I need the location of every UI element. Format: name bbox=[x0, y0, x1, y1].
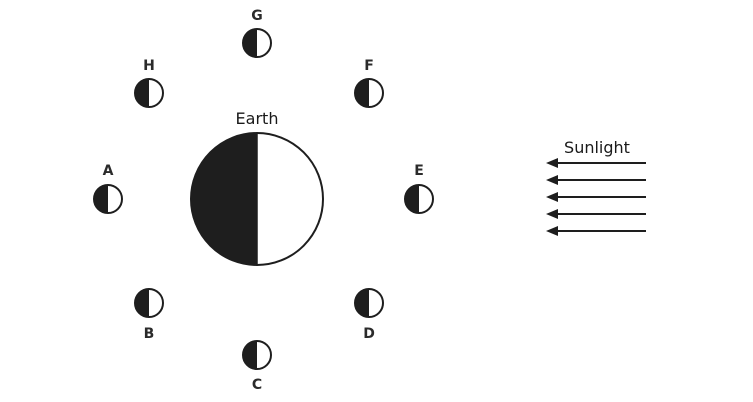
moon-c bbox=[242, 340, 272, 370]
sunlight-arrows bbox=[546, 158, 646, 236]
sunlight-arrow-3 bbox=[546, 192, 646, 202]
sunlight-arrow-1 bbox=[546, 158, 646, 168]
moon-label-b: B bbox=[144, 326, 155, 342]
moon-a bbox=[93, 184, 123, 214]
moon-g bbox=[242, 28, 272, 58]
moon-label-h: H bbox=[143, 58, 155, 74]
moon-label-d: D bbox=[363, 326, 375, 342]
moon-h bbox=[134, 78, 164, 108]
moon-label-a: A bbox=[103, 163, 114, 179]
moon-f bbox=[354, 78, 384, 108]
moon-label-e: E bbox=[414, 163, 424, 179]
earth-label: Earth bbox=[236, 109, 279, 128]
earth bbox=[190, 132, 324, 266]
moon-label-g: G bbox=[251, 8, 263, 24]
moon-d bbox=[354, 288, 384, 318]
moon-label-f: F bbox=[364, 58, 374, 74]
sunlight-label: Sunlight bbox=[564, 138, 630, 157]
earth-lit-half bbox=[257, 133, 323, 265]
moon-label-c: C bbox=[252, 377, 262, 393]
moon-e bbox=[404, 184, 434, 214]
sunlight-arrow-2 bbox=[546, 175, 646, 185]
moon-b bbox=[134, 288, 164, 318]
sunlight-arrow-4 bbox=[546, 209, 646, 219]
sunlight-arrow-5 bbox=[546, 226, 646, 236]
earth-dark-half bbox=[191, 133, 257, 265]
